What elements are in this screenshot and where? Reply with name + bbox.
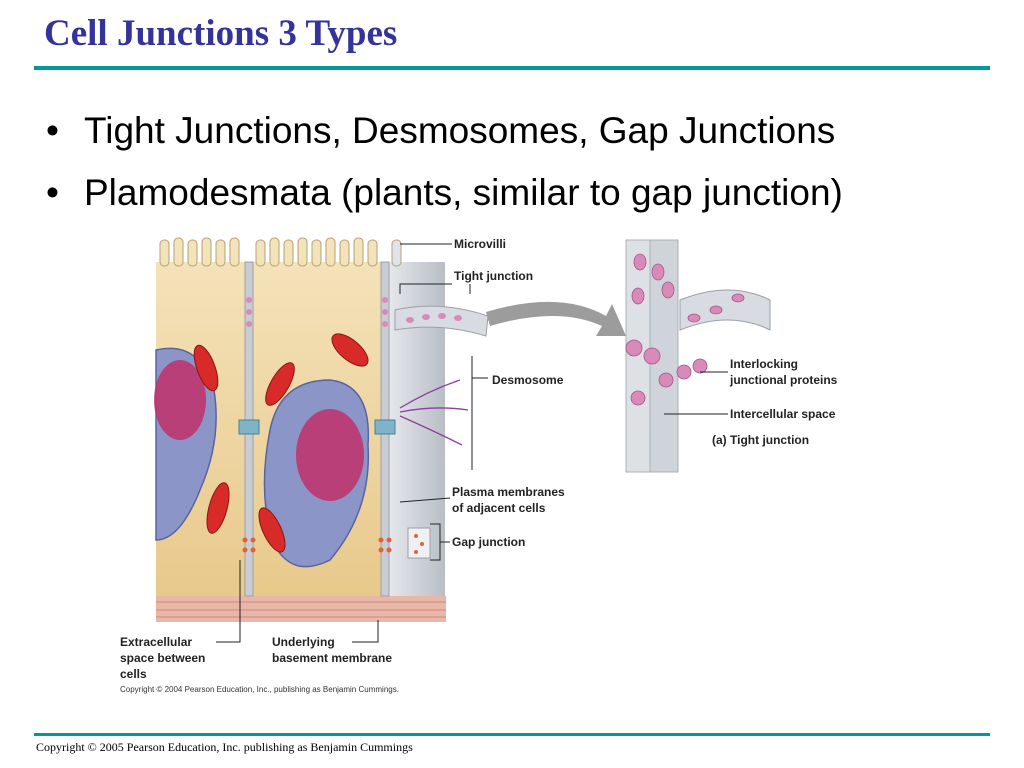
figure-copyright: Copyright © 2004 Pearson Education, Inc.… [120, 685, 399, 694]
bullet-list: • Tight Junctions, Desmosomes, Gap Juncti… [46, 100, 843, 224]
label-interlocking: Interlocking [730, 357, 798, 371]
label-gap-junction: Gap junction [452, 535, 525, 549]
bullet-item: • Tight Junctions, Desmosomes, Gap Juncti… [46, 100, 843, 162]
label-desmosome: Desmosome [492, 373, 564, 387]
mitochondria [193, 333, 369, 553]
bullet-text: Plamodesmata (plants, similar to gap jun… [84, 172, 843, 213]
label-basement: Underlying [272, 635, 335, 649]
desmosome-filaments [399, 379, 469, 446]
label-extracellular-3: cells [120, 667, 147, 681]
nucleolus [296, 409, 364, 501]
bullet-dot-icon: • [46, 110, 59, 151]
tight-junction-proteins [246, 297, 388, 327]
label-interlocking-2: junctional proteins [729, 373, 838, 387]
label-plasma-membranes-2: of adjacent cells [452, 501, 546, 515]
zoom-arrow-icon [486, 301, 626, 336]
label-basement-2: basement membrane [272, 651, 392, 665]
tight-junction-sheet [394, 305, 489, 337]
label-extracellular-2: space between [120, 651, 205, 665]
basement-membrane [156, 596, 446, 622]
bullet-item: • Plamodesmata (plants, similar to gap ju… [46, 162, 843, 224]
bullet-dot-icon: • [46, 172, 59, 213]
bullet-text: Tight Junctions, Desmosomes, Gap Junctio… [84, 110, 836, 151]
label-microvilli: Microvilli [454, 237, 506, 251]
footer-divider [34, 733, 990, 736]
label-extracellular: Extracellular [120, 635, 192, 649]
gap-junction-channels [242, 537, 392, 553]
title-divider [34, 66, 990, 70]
microvilli [159, 237, 402, 267]
footer-copyright: Copyright © 2005 Pearson Education, Inc.… [36, 740, 413, 754]
label-plasma-membranes: Plasma membranes [452, 485, 565, 499]
label-tight-junction: Tight junction [454, 269, 533, 283]
desmosome-plaque [238, 419, 396, 435]
epithelial-cell-right [388, 262, 445, 596]
gap-junction-box [407, 527, 431, 559]
caption-tight-junction: (a) Tight junction [712, 433, 809, 447]
slide-title: Cell Junctions 3 Types [44, 13, 398, 54]
label-intercellular-space: Intercellular space [730, 407, 836, 421]
